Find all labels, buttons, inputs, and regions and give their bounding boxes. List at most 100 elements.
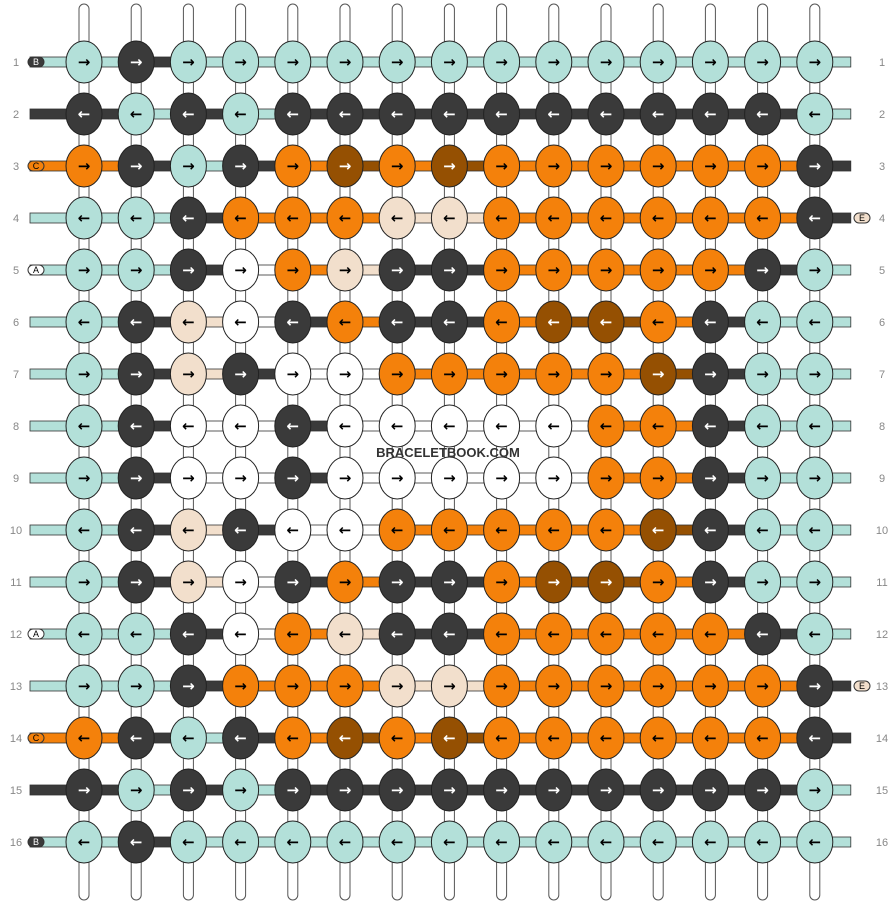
arrow-right-icon: → — [652, 781, 665, 799]
knot: → — [117, 144, 155, 188]
knot-oval — [117, 352, 155, 396]
knot: → — [483, 664, 521, 708]
knot: → — [378, 456, 416, 500]
knot: ← — [744, 612, 782, 656]
knot-oval — [796, 612, 834, 656]
knot: ← — [222, 612, 260, 656]
knot: → — [744, 144, 782, 188]
arrow-left-icon: ← — [130, 313, 143, 331]
knot-oval — [796, 300, 834, 344]
arrow-left-icon: ← — [130, 417, 143, 435]
arrow-right-icon: → — [391, 573, 404, 591]
arrow-left-icon: ← — [652, 417, 665, 435]
arrow-left-icon: ← — [443, 521, 456, 539]
arrow-right-icon: → — [78, 53, 91, 71]
knot: → — [587, 456, 625, 500]
arrow-right-icon: → — [809, 261, 822, 279]
knot: ← — [483, 196, 521, 240]
knot-oval — [274, 456, 312, 500]
knot: ← — [169, 92, 207, 136]
knot-oval — [378, 300, 416, 344]
knot-oval — [535, 508, 573, 552]
knot-oval — [326, 716, 364, 760]
knot: ← — [378, 508, 416, 552]
knot: ← — [430, 404, 468, 448]
knot-oval — [587, 716, 625, 760]
warp-strand — [809, 3, 821, 901]
warp-strand — [652, 3, 664, 901]
arrow-left-icon: ← — [600, 209, 613, 227]
arrow-right-icon: → — [652, 261, 665, 279]
row-number-left: 14 — [10, 733, 22, 745]
knot-oval — [691, 40, 729, 84]
knot: ← — [587, 404, 625, 448]
arrow-right-icon: → — [182, 573, 195, 591]
arrow-right-icon: → — [287, 157, 300, 175]
knot-oval — [169, 768, 207, 812]
knot-oval — [378, 664, 416, 708]
knot-oval — [744, 144, 782, 188]
knot-oval — [691, 612, 729, 656]
knot: → — [274, 560, 312, 604]
knot: → — [691, 560, 729, 604]
knot-oval — [587, 404, 625, 448]
knot-oval — [430, 664, 468, 708]
string-tag — [27, 732, 45, 744]
knot: ← — [535, 300, 573, 344]
arrow-left-icon: ← — [234, 313, 247, 331]
knot-oval — [691, 92, 729, 136]
knot: ← — [430, 716, 468, 760]
arrow-right-icon: → — [182, 157, 195, 175]
arrow-left-icon: ← — [495, 313, 508, 331]
row-number-right: 4 — [879, 213, 885, 225]
arrow-left-icon: ← — [78, 105, 91, 123]
knot: → — [326, 144, 364, 188]
knot-oval — [117, 404, 155, 448]
knot-oval — [430, 352, 468, 396]
string-label: C — [33, 161, 40, 171]
arrow-right-icon: → — [443, 157, 456, 175]
arrow-right-icon: → — [756, 53, 769, 71]
knot: → — [169, 768, 207, 812]
knot: → — [691, 456, 729, 500]
knot-oval — [274, 664, 312, 708]
arrow-left-icon: ← — [756, 833, 769, 851]
knot: ← — [117, 404, 155, 448]
knot-oval — [587, 196, 625, 240]
knot-oval — [796, 664, 834, 708]
knot-oval — [796, 352, 834, 396]
knot: ← — [483, 716, 521, 760]
knot-oval — [326, 40, 364, 84]
knot: → — [535, 664, 573, 708]
knot-oval — [430, 612, 468, 656]
knot: ← — [222, 300, 260, 344]
arrow-left-icon: ← — [548, 625, 561, 643]
knot-oval — [796, 92, 834, 136]
knot-oval — [639, 768, 677, 812]
knot: → — [744, 768, 782, 812]
arrow-left-icon: ← — [234, 833, 247, 851]
knot: → — [222, 560, 260, 604]
arrow-left-icon: ← — [287, 105, 300, 123]
knot-oval — [796, 144, 834, 188]
arrow-left-icon: ← — [600, 417, 613, 435]
string-label: A — [33, 629, 39, 639]
knot-oval — [587, 560, 625, 604]
knot: ← — [222, 196, 260, 240]
knot-oval — [222, 768, 260, 812]
knot: → — [587, 40, 625, 84]
arrow-right-icon: → — [443, 677, 456, 695]
knot-oval — [65, 404, 103, 448]
knot-oval — [430, 820, 468, 864]
arrow-right-icon: → — [704, 157, 717, 175]
arrow-left-icon: ← — [704, 417, 717, 435]
arrow-left-icon: ← — [234, 521, 247, 539]
knot-oval — [483, 144, 521, 188]
arrow-left-icon: ← — [78, 521, 91, 539]
knot: → — [796, 40, 834, 84]
arrow-left-icon: ← — [391, 313, 404, 331]
arrow-left-icon: ← — [391, 209, 404, 227]
knot-oval — [326, 768, 364, 812]
knot-oval — [744, 456, 782, 500]
knot-oval — [169, 664, 207, 708]
